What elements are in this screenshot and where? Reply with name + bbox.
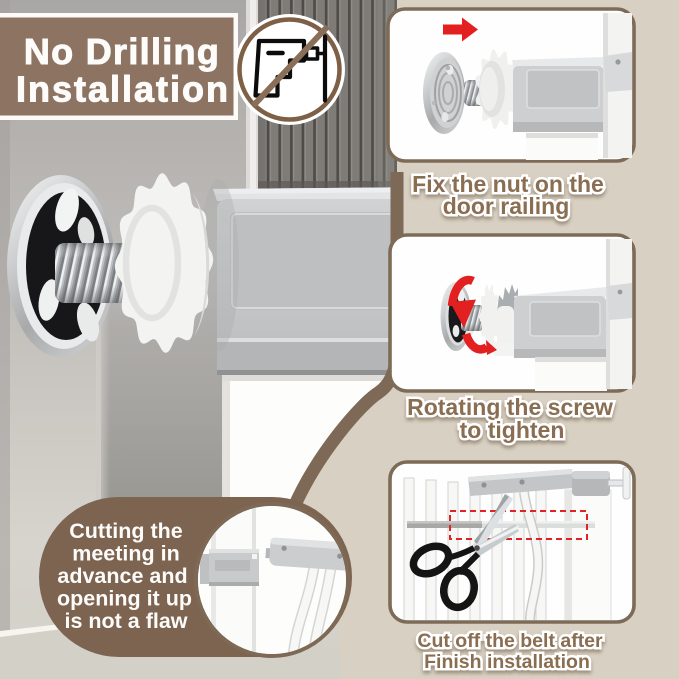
svg-text:Rotating the screw: Rotating the screw [407, 394, 613, 420]
svg-text:Cut off the belt after: Cut off the belt after [417, 630, 603, 652]
svg-text:Finish installation: Finish installation [424, 651, 590, 673]
svg-text:advance and: advance and [57, 564, 187, 588]
svg-text:Installation: Installation [16, 69, 230, 110]
svg-text:No Drilling: No Drilling [24, 31, 220, 72]
svg-text:meeting in: meeting in [72, 542, 180, 566]
svg-text:door railing: door railing [443, 193, 570, 219]
svg-text:Cutting the: Cutting the [69, 519, 182, 543]
svg-text:to tighten: to tighten [460, 417, 565, 443]
svg-text:Fix the nut on the: Fix the nut on the [412, 171, 604, 197]
svg-text:opening it up: opening it up [57, 587, 192, 611]
svg-text:is not a flaw: is not a flaw [64, 609, 187, 633]
